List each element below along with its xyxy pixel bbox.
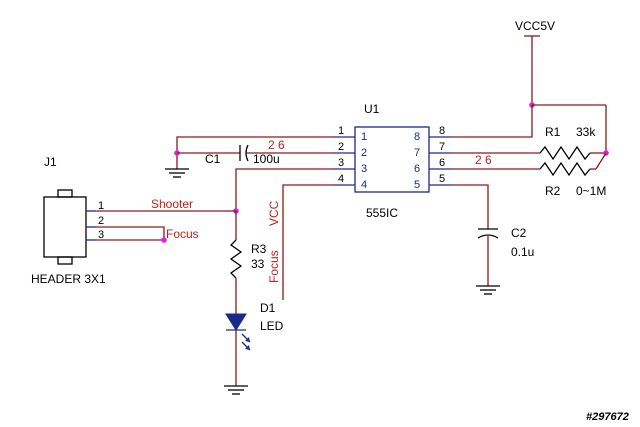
j1-header: J1 1 2 3 HEADER 3X1 <box>31 155 106 286</box>
d1-ref: D1 <box>260 301 276 315</box>
d1-led: D1 LED <box>225 301 284 386</box>
r1-value: 33k <box>576 125 596 139</box>
net-label-focus: Focus <box>166 227 199 241</box>
vcc5v-label: VCC5V <box>515 19 555 33</box>
j1-value: HEADER 3X1 <box>31 272 106 286</box>
u1-pin-7-num: 7 <box>439 141 445 153</box>
r2-ref: R2 <box>545 184 561 198</box>
u1-pin-5-inner: 5 <box>414 179 420 191</box>
c2-capacitor: C2 0.1u <box>452 184 534 286</box>
r3-resistor: R3 33 <box>229 211 267 314</box>
net-label-focus-vertical: Focus <box>267 250 281 283</box>
j1-pin-2: 2 <box>98 215 104 227</box>
wire-pin3-output <box>235 168 332 211</box>
ground-symbol-left <box>165 168 189 178</box>
ground-symbol-c2 <box>476 285 500 295</box>
net-label-vcc: VCC <box>267 200 281 226</box>
u1-pin-5-num: 5 <box>439 173 445 185</box>
u1-pin-6-num: 6 <box>439 157 445 169</box>
junction-focus <box>161 237 167 243</box>
u1-555-ic: U1 555IC 1 2 3 4 8 7 6 5 1 2 3 4 8 7 6 5 <box>332 102 452 220</box>
u1-body <box>354 126 430 193</box>
u1-pin-3-inner: 3 <box>361 163 367 175</box>
net-label-26-right: 2 6 <box>475 153 492 167</box>
u1-pin-2-num: 2 <box>338 141 344 153</box>
j1-pin-3: 3 <box>98 229 104 241</box>
r1-ref: R1 <box>545 125 561 139</box>
watermark-text: #297672 <box>586 411 629 423</box>
u1-pin-4-inner: 4 <box>361 179 367 191</box>
c1-capacitor: C1 100u <box>177 144 332 166</box>
ground-symbol-led <box>224 385 248 395</box>
c2-ref: C2 <box>511 226 527 240</box>
u1-pin-1-num: 1 <box>338 125 344 137</box>
u1-pin-8-num: 8 <box>439 125 445 137</box>
c1-value: 100u <box>253 152 280 166</box>
j1-pin-1: 1 <box>98 200 104 212</box>
r2-resistor: R2 0~1M <box>452 152 607 198</box>
u1-value: 555IC <box>366 206 398 220</box>
c1-ref: C1 <box>205 152 221 166</box>
r2-value: 0~1M <box>576 184 606 198</box>
r3-ref: R3 <box>251 242 267 256</box>
u1-ref: U1 <box>364 102 380 116</box>
u1-pin-8-inner: 8 <box>414 131 420 143</box>
wire-pin8-vcc <box>452 105 533 138</box>
d1-value: LED <box>260 319 284 333</box>
net-label-26-left: 2 6 <box>268 138 285 152</box>
j1-ref: J1 <box>44 155 57 169</box>
wire-pin1-ground <box>176 136 332 169</box>
u1-pin-7-inner: 7 <box>414 147 420 159</box>
r3-value: 33 <box>251 257 265 271</box>
u1-pin-4-num: 4 <box>338 173 344 185</box>
wire-pin4-vertical <box>282 184 332 300</box>
j1-body <box>43 196 87 258</box>
net-label-shooter: Shooter <box>151 197 193 211</box>
u1-pin-1-inner: 1 <box>361 131 367 143</box>
u1-pin-6-inner: 6 <box>414 163 420 175</box>
u1-pin-3-num: 3 <box>338 157 344 169</box>
r1-resistor: R1 33k <box>452 125 609 161</box>
wire-j1-pin2 <box>96 226 165 240</box>
vcc5v-power-symbol: VCC5V <box>515 19 607 153</box>
u1-pin-2-inner: 2 <box>361 147 367 159</box>
c2-value: 0.1u <box>511 245 534 259</box>
